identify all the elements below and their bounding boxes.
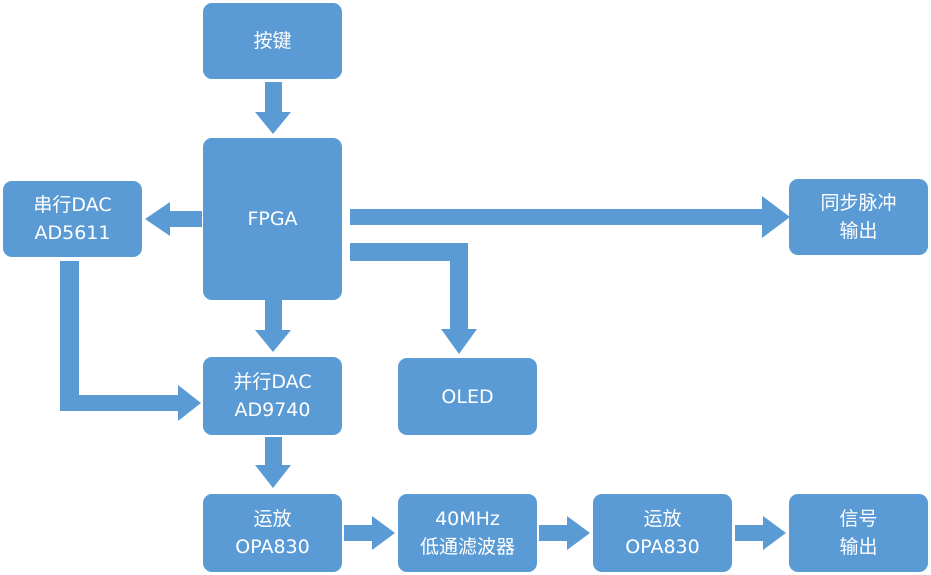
- filter-block: 40MHz 低通滤波器: [398, 494, 537, 572]
- signal-out-title: 信号: [839, 508, 878, 530]
- opamp1-title: 运放: [253, 508, 292, 530]
- arrow-fpga-to-serial-dac: [145, 202, 202, 236]
- parallel-dac-model: AD9740: [234, 399, 311, 421]
- button-block: 按键: [203, 3, 342, 79]
- oled-block-label: OLED: [441, 385, 494, 408]
- signal-out-subtitle: 输出: [839, 536, 878, 558]
- arrow-fpga-to-oled: [350, 243, 477, 354]
- opamp2-model: OPA830: [625, 536, 700, 558]
- arrow-filter-to-opamp2: [539, 516, 590, 550]
- button-block-label: 按键: [253, 30, 292, 52]
- sync-pulse-title: 同步脉冲: [820, 192, 897, 214]
- parallel-dac-block: 并行DAC AD9740: [203, 357, 342, 435]
- opamp1-block: 运放 OPA830: [203, 494, 342, 572]
- arrow-serial-dac-to-parallel-dac: [60, 261, 201, 421]
- signal-out-block: 信号 输出: [789, 494, 928, 572]
- oled-block: OLED: [398, 358, 537, 435]
- opamp2-title: 运放: [643, 508, 682, 530]
- sync-pulse-subtitle: 输出: [839, 220, 878, 242]
- arrow-opamp2-to-signal-out: [735, 516, 786, 550]
- parallel-dac-title: 并行DAC: [233, 371, 312, 393]
- fpga-block-label: FPGA: [247, 208, 298, 230]
- filter-frequency: 40MHz: [435, 508, 500, 530]
- opamp1-model: OPA830: [235, 536, 310, 558]
- serial-dac-block: 串行DAC AD5611: [3, 181, 142, 257]
- arrow-parallel-dac-to-opamp1: [255, 437, 291, 488]
- sync-pulse-block: 同步脉冲 输出: [789, 179, 928, 255]
- serial-dac-title: 串行DAC: [33, 194, 112, 216]
- opamp2-block: 运放 OPA830: [593, 494, 732, 572]
- filter-title: 低通滤波器: [419, 536, 515, 558]
- arrow-fpga-to-parallel-dac: [255, 300, 291, 352]
- serial-dac-model: AD5611: [34, 222, 111, 244]
- fpga-block: FPGA: [203, 138, 342, 300]
- arrow-button-to-fpga: [255, 82, 291, 134]
- arrow-opamp1-to-filter: [344, 516, 395, 550]
- arrow-fpga-to-sync-pulse: [350, 196, 790, 238]
